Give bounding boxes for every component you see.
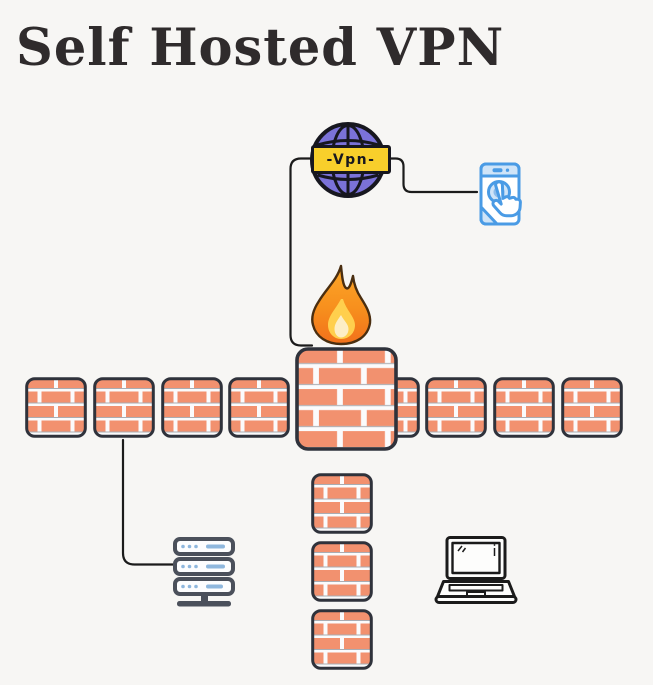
brick-wall-segment: [311, 609, 373, 670]
brick-wall-segment: [311, 473, 373, 534]
server-rack-icon: [173, 537, 235, 607]
connector-globe-to-phone: [384, 157, 479, 194]
connector-globe-to-firewall: [289, 157, 314, 347]
firewall-center-block: [295, 347, 398, 451]
fire-icon: [311, 264, 372, 346]
page-title: Self Hosted VPN: [16, 18, 505, 78]
brick-wall-segment: [311, 541, 373, 602]
brick-wall-segment: [493, 377, 555, 438]
vpn-banner: -Vpn-: [311, 145, 391, 174]
smartphone-touch-icon: [479, 162, 522, 226]
brick-wall-segment: [93, 377, 155, 438]
brick-wall-segment: [425, 377, 487, 438]
brick-wall-segment: [228, 377, 290, 438]
vpn-banner-label: -Vpn-: [326, 151, 376, 168]
touch-hand: [491, 180, 522, 218]
brick-wall-segment: [25, 377, 87, 438]
connector-wall-to-server: [121, 438, 176, 566]
brick-wall-segment: [161, 377, 223, 438]
laptop-icon: [434, 536, 518, 604]
brick-wall-segment: [561, 377, 623, 438]
